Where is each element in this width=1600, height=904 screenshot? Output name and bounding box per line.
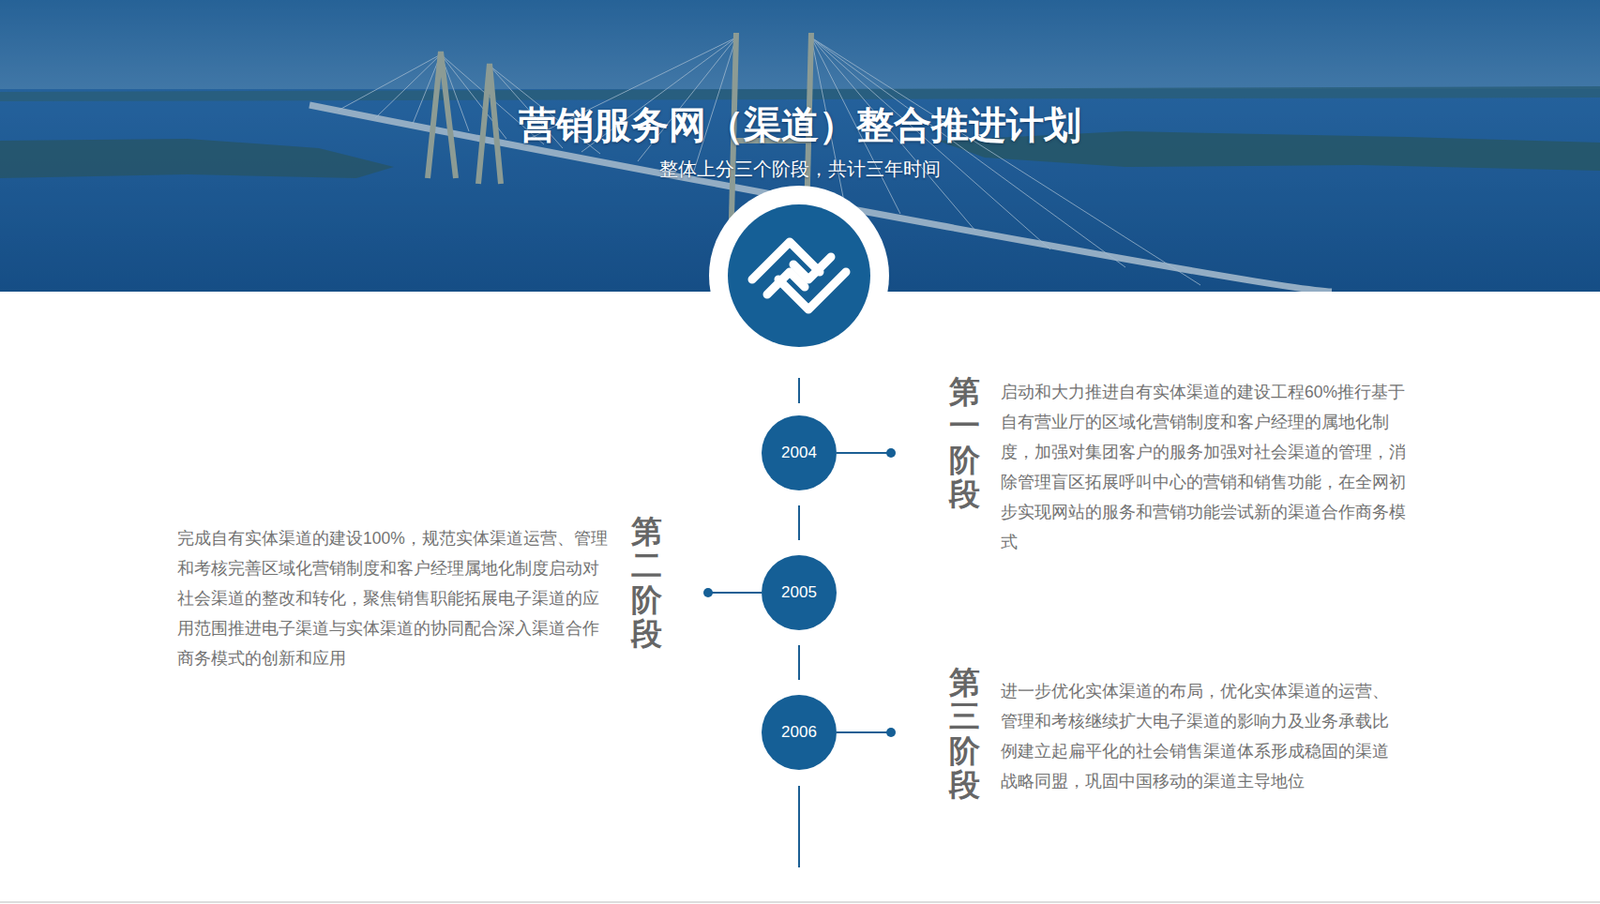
slide-title: 营销服务网（渠道）整合推进计划 bbox=[518, 99, 1082, 151]
year-circle: 2004 bbox=[761, 415, 837, 491]
phase-text: 完成自有实体渠道的建设100%，规范实体渠道运营、管理和考核完善区域化营销制度和… bbox=[177, 523, 608, 674]
subtitle: 整体上分三个阶段，共计三年时间 bbox=[659, 156, 941, 182]
phase-text: 启动和大力推进自有实体渠道的建设工程60%推行基于自有营业厅的区域化营销制度和客… bbox=[1000, 377, 1414, 558]
timeline-segment bbox=[798, 645, 800, 680]
year-circle: 2006 bbox=[761, 694, 837, 770]
phase-heading: 第二阶段 bbox=[631, 514, 663, 651]
phase-text: 进一步优化实体渠道的布局，优化实体渠道的运营、管理和考核继续扩大电子渠道的影响力… bbox=[1000, 676, 1400, 797]
year-text: 2006 bbox=[781, 723, 817, 742]
phase-heading: 第一阶段 bbox=[949, 375, 981, 512]
year-text: 2005 bbox=[781, 583, 817, 603]
year-circle: 2005 bbox=[761, 555, 837, 631]
timeline-segment bbox=[798, 505, 800, 541]
year-text: 2004 bbox=[781, 443, 817, 463]
phase-heading: 第三阶段 bbox=[949, 665, 981, 802]
